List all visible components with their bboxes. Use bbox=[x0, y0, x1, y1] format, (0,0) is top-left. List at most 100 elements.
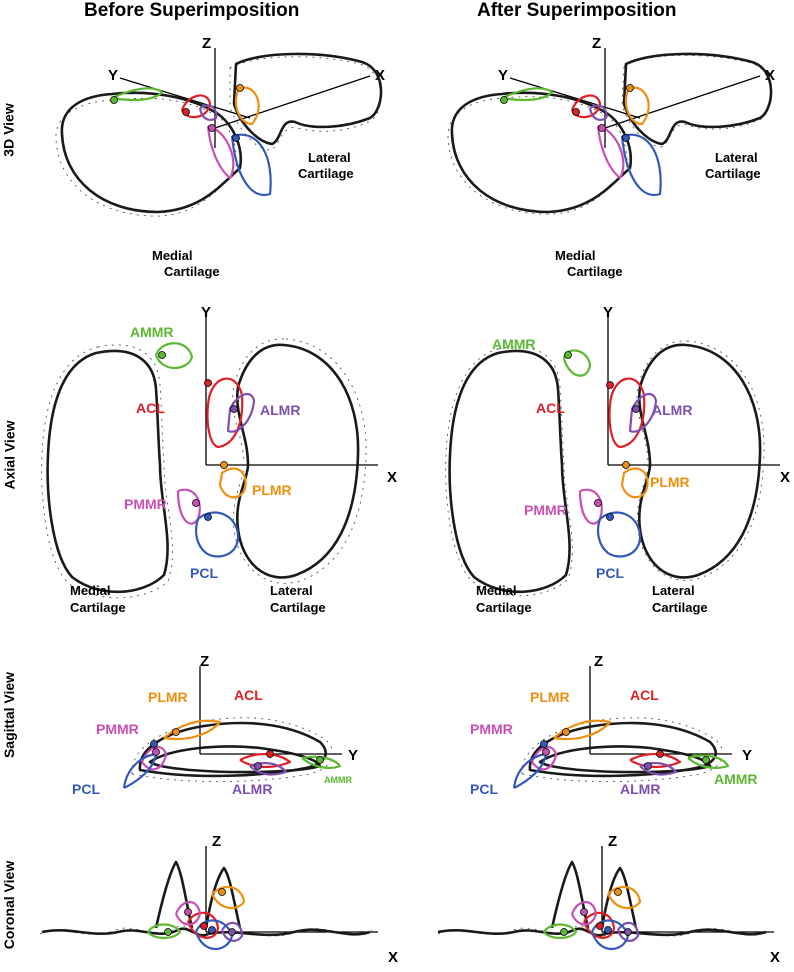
acl-label: ACL bbox=[630, 687, 659, 703]
ammr-ligament bbox=[501, 87, 554, 102]
lateral-cartilage-label-2: Cartilage bbox=[705, 166, 761, 181]
axis-y-label: Y bbox=[498, 67, 508, 84]
plmr-ligament bbox=[218, 467, 247, 499]
axis-x-label: X bbox=[770, 949, 780, 966]
plmr-label: PLMR bbox=[148, 689, 188, 705]
axis-x-label: X bbox=[375, 67, 385, 84]
almr-ligament bbox=[198, 104, 218, 121]
acl-landmark bbox=[182, 108, 190, 116]
pcl-landmark bbox=[540, 740, 548, 748]
lateral-cartilage-outline-thin bbox=[636, 340, 765, 581]
ammr-landmark bbox=[702, 756, 710, 764]
panel-coronal-after: Z X bbox=[437, 833, 780, 966]
almr-landmark bbox=[230, 405, 238, 413]
ammr-ligament bbox=[562, 349, 592, 377]
axis-y-label: Y bbox=[348, 747, 358, 764]
lateral-cartilage-label-2: Cartilage bbox=[270, 600, 326, 615]
acl-landmark bbox=[266, 750, 274, 758]
ammr-label: AMMR bbox=[714, 771, 758, 787]
pcl-landmark bbox=[232, 134, 240, 142]
medial-cartilage-label-2: Cartilage bbox=[567, 264, 623, 279]
axis-z-label: Z bbox=[212, 833, 221, 850]
plmr-landmark bbox=[562, 728, 570, 736]
almr-landmark bbox=[644, 762, 652, 770]
plmr-landmark bbox=[172, 728, 180, 736]
row-title-3d-view-text: 3D View bbox=[1, 103, 17, 157]
acl-label: ACL bbox=[536, 400, 565, 416]
acl-landmark bbox=[656, 750, 664, 758]
medial-cartilage-outline bbox=[450, 91, 633, 214]
pmmr-landmark bbox=[152, 748, 160, 756]
almr-ligament bbox=[628, 392, 658, 433]
pmmr-ligament bbox=[174, 900, 202, 926]
ammr-landmark bbox=[316, 756, 324, 764]
medial-cartilage-label-1: Medial bbox=[152, 248, 192, 263]
pcl-label: PCL bbox=[470, 781, 498, 797]
lateral-cartilage-label-2: Cartilage bbox=[652, 600, 708, 615]
pmmr-ligament bbox=[570, 900, 598, 926]
pcl-label: PCL bbox=[596, 565, 624, 581]
panel-axial-before: Y X AMMR ACL ALMR PLMR PMMR PCL Medial C… bbox=[41, 304, 397, 615]
acl-ligament bbox=[239, 753, 292, 769]
lateral-cartilage-label-2: Cartilage bbox=[298, 166, 354, 181]
acl-ligament bbox=[608, 377, 646, 449]
axis-x-label: X bbox=[765, 67, 775, 84]
plmr-ligament bbox=[607, 885, 642, 910]
pmmr-label: PMMR bbox=[470, 721, 513, 737]
pcl-ligament bbox=[597, 511, 642, 558]
panel-3d-before: Z Y X Medial Cartilage Lateral Cartilage bbox=[55, 35, 385, 279]
almr-ligament bbox=[220, 921, 244, 942]
ammr-landmark bbox=[564, 351, 572, 359]
pmmr-ligament bbox=[140, 745, 168, 771]
ammr-landmark bbox=[158, 351, 166, 359]
pcl-ligament bbox=[590, 919, 630, 950]
medial-cartilage-outline bbox=[46, 349, 169, 594]
pcl-ligament bbox=[195, 511, 240, 558]
lateral-cartilage-label-1: Lateral bbox=[308, 150, 351, 165]
axes-3d-after: Z Y X bbox=[498, 35, 775, 148]
plmr-ligament bbox=[620, 467, 649, 499]
plmr-label: PLMR bbox=[650, 474, 690, 490]
axis-y-label: Y bbox=[201, 304, 211, 321]
pmmr-landmark bbox=[542, 748, 550, 756]
panel-3d-after: Z Y X Medial Cartilage Lateral Cartilage bbox=[447, 35, 775, 279]
lateral-cartilage-label-1: Lateral bbox=[270, 583, 313, 598]
axis-x-label: X bbox=[780, 469, 790, 486]
medial-cartilage-label-2: Cartilage bbox=[70, 600, 126, 615]
medial-cartilage-outline-thin bbox=[447, 96, 628, 215]
acl-ligament bbox=[180, 94, 212, 119]
ammr-landmark bbox=[560, 928, 568, 936]
tibial-spine-medial bbox=[550, 860, 590, 929]
row-title-3d-view: 3D View bbox=[0, 90, 18, 170]
plmr-landmark bbox=[622, 461, 630, 469]
axis-y-label: Y bbox=[742, 747, 752, 764]
almr-ligament bbox=[588, 104, 608, 121]
medial-cartilage-outline bbox=[448, 349, 571, 594]
almr-ligament bbox=[226, 392, 256, 433]
medial-cartilage-outline bbox=[60, 91, 243, 214]
tibial-spine-lateral bbox=[204, 866, 242, 929]
almr-landmark bbox=[624, 928, 632, 936]
acl-ligament bbox=[570, 94, 602, 119]
pcl-ligament bbox=[620, 133, 662, 197]
almr-landmark bbox=[228, 928, 236, 936]
medial-cartilage-label-2: Cartilage bbox=[164, 264, 220, 279]
column-title-before: Before Superimposition bbox=[84, 0, 300, 21]
panel-coronal-before: Z X bbox=[39, 833, 398, 966]
lateral-cartilage-outline bbox=[622, 52, 773, 146]
medial-cartilage-outline-thin bbox=[41, 344, 173, 599]
acl-label: ACL bbox=[234, 687, 263, 703]
ammr-label: AMMR bbox=[324, 775, 352, 785]
plmr-ligament bbox=[234, 86, 260, 126]
row-title-coronal-view: Coronal View bbox=[0, 850, 18, 960]
lateral-cartilage-label-1: Lateral bbox=[652, 583, 695, 598]
acl-ligament bbox=[629, 753, 682, 769]
axis-z-label: Z bbox=[200, 653, 209, 670]
ammr-ligament bbox=[111, 87, 164, 102]
plmr-ligament bbox=[163, 719, 222, 741]
acl-landmark bbox=[572, 108, 580, 116]
medial-cartilage-label-1: Medial bbox=[555, 248, 595, 263]
axis-z-label: Z bbox=[594, 653, 603, 670]
pcl-landmark bbox=[204, 513, 212, 521]
pmmr-ligament bbox=[206, 124, 235, 180]
